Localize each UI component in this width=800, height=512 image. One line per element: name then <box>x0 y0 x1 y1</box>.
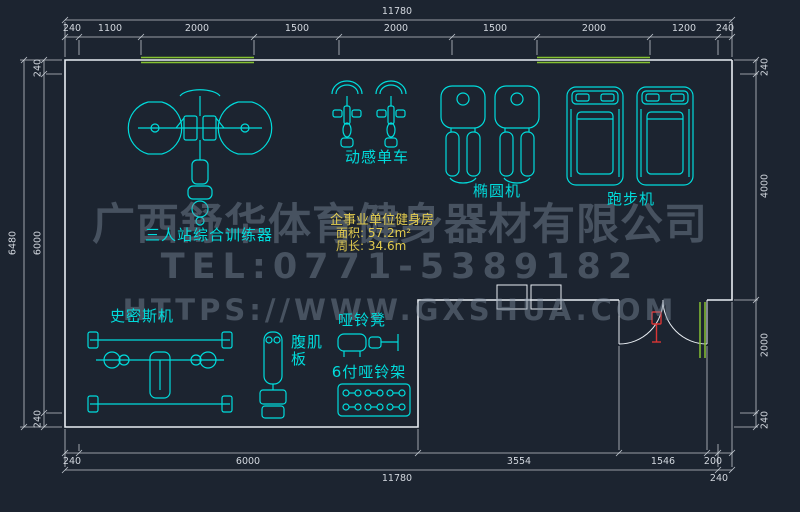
dim-top-seg: 1100 <box>97 23 123 34</box>
multi-trainer-drawing <box>127 89 273 226</box>
door-frame <box>699 302 706 358</box>
watermark-company: 广西舒华体育健身器材有限公司 <box>92 200 708 250</box>
dim-bottom-total: 11780 <box>381 473 413 484</box>
dim-top-seg: 1500 <box>284 23 310 34</box>
room-perimeter: 周长: 34.6m <box>336 239 407 253</box>
wall-fixture <box>530 284 562 310</box>
elliptical-drawing <box>440 85 486 184</box>
label-ab-board: 腹肌板 <box>291 333 324 369</box>
dumbbell-rack-drawing <box>337 383 411 417</box>
treadmill-drawing <box>566 86 624 186</box>
dim-top-seg: 1200 <box>671 23 697 34</box>
dim-bottom-corner: 240 <box>709 473 729 484</box>
label-smith-machine: 史密斯机 <box>109 307 175 325</box>
dim-right-seg: 240 <box>759 410 771 430</box>
label-dumbbell-bench: 哑铃凳 <box>337 311 387 329</box>
dim-top-seg: 240 <box>715 23 735 34</box>
dimension-lines <box>20 16 760 474</box>
dim-bottom-seg: 1546 <box>650 456 676 467</box>
dim-top-seg: 1500 <box>482 23 508 34</box>
watermark-url: HTTPS://WWW.GXSHUA.COM <box>122 293 678 327</box>
dim-left-seg: 240 <box>32 58 44 78</box>
smith-machine-drawing <box>87 331 233 413</box>
dumbbell-bench-drawing <box>337 333 399 357</box>
label-multi-trainer: 三人站综合训练器 <box>144 226 274 244</box>
room-outline <box>64 59 733 428</box>
dim-bottom-seg: 200 <box>703 456 723 467</box>
dim-bottom-seg: 3554 <box>506 456 532 467</box>
elliptical-drawing <box>494 85 540 184</box>
dim-top-seg: 2000 <box>581 23 607 34</box>
entrance-door <box>618 299 708 358</box>
dim-bottom-seg: 240 <box>62 456 82 467</box>
treadmill-drawing <box>636 86 694 186</box>
dim-top-seg: 2000 <box>184 23 210 34</box>
wall-fixture <box>496 284 528 310</box>
door-marker-icon <box>651 311 662 343</box>
dim-right-seg: 4000 <box>759 173 771 199</box>
spin-bike-drawing <box>375 80 407 148</box>
dim-top-total: 11780 <box>381 6 413 17</box>
dim-bottom-seg: 6000 <box>235 456 261 467</box>
label-spin-bike: 动感单车 <box>344 148 410 166</box>
watermark-tel: TEL:0771-5389182 <box>160 247 640 287</box>
dim-top-seg: 2000 <box>383 23 409 34</box>
dim-left-total: 6480 <box>7 230 19 256</box>
room-name: 企事业单位健身房 <box>330 213 435 228</box>
window-lines <box>141 56 650 64</box>
spin-bike-drawing <box>331 80 363 148</box>
dim-left-seg: 6000 <box>32 230 44 256</box>
ab-board-drawing <box>259 331 287 419</box>
dim-right-seg: 2000 <box>759 332 771 358</box>
label-treadmill: 跑步机 <box>606 190 656 208</box>
dim-left-seg: 240 <box>32 409 44 429</box>
label-dumbbell-rack: 6付哑铃架 <box>331 363 407 381</box>
dim-right-seg: 240 <box>759 57 771 77</box>
label-elliptical: 椭圆机 <box>472 182 522 200</box>
room-area: 面积: 57.2m² <box>336 226 412 240</box>
dim-top-seg: 240 <box>62 23 82 34</box>
